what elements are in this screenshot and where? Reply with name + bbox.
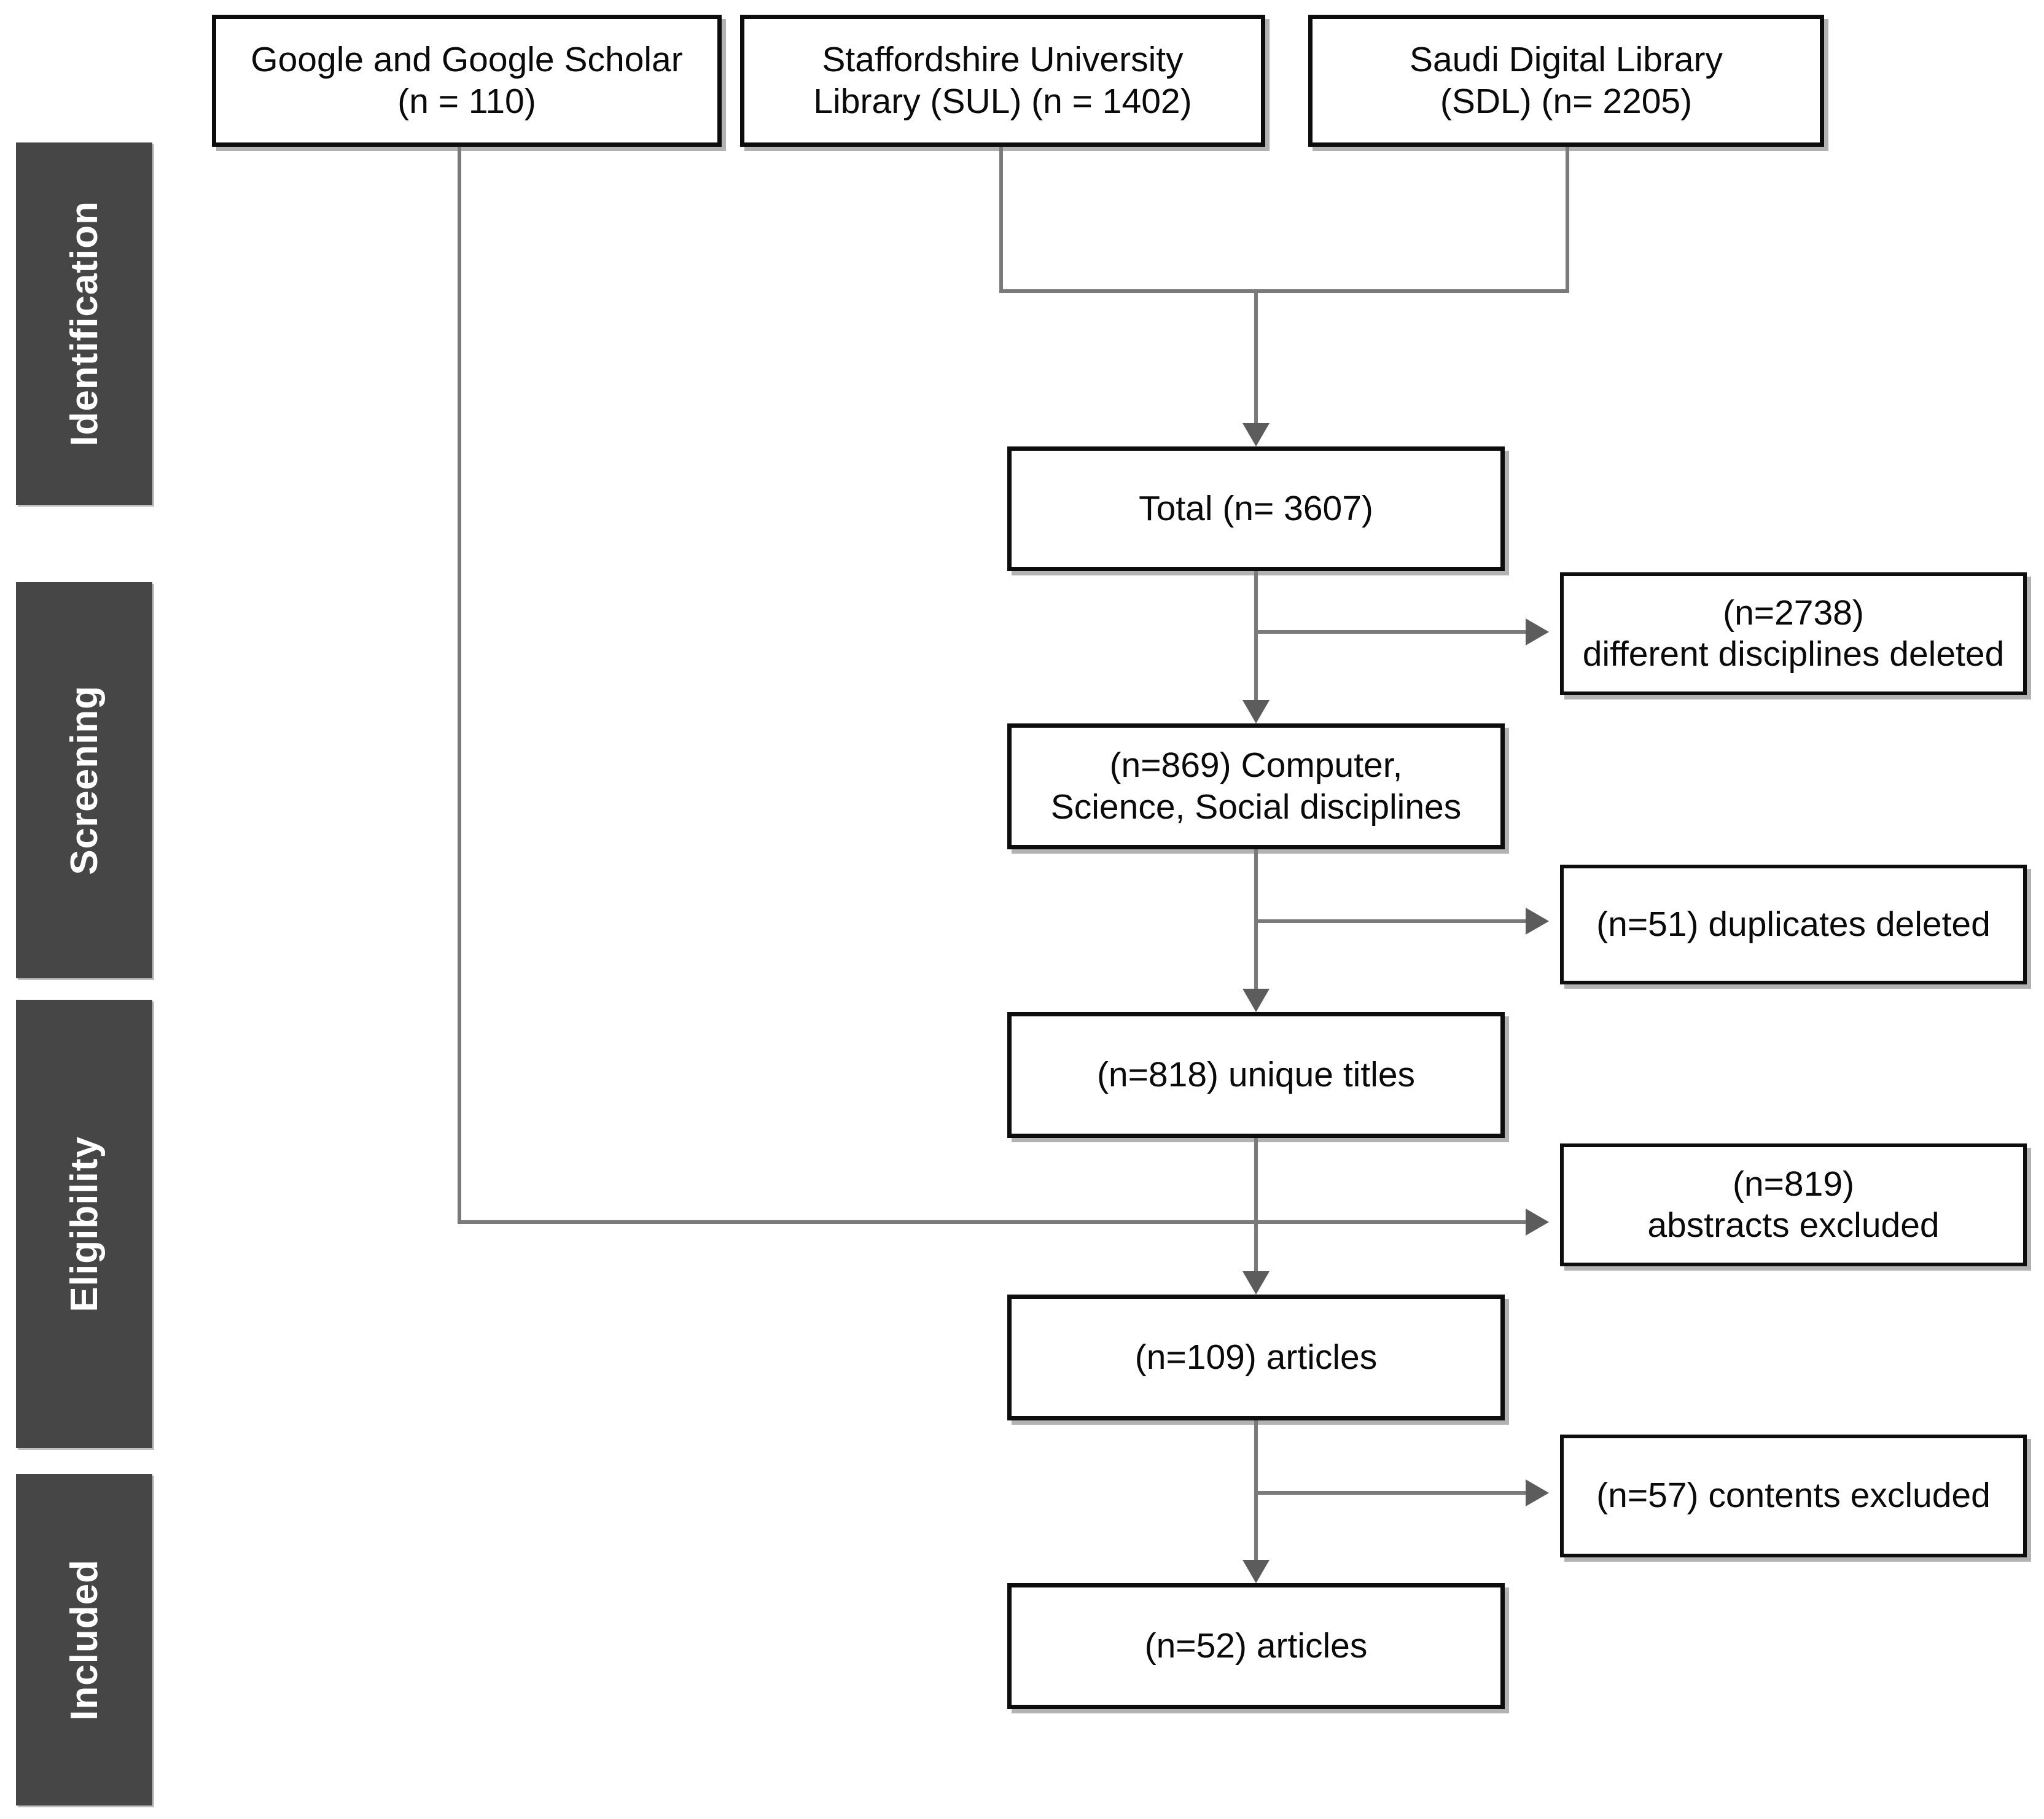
stage-label-screening: Screening (63, 685, 106, 875)
source-box-google: Google and Google Scholar (n = 110) (212, 15, 722, 147)
connector-sul-vertical (999, 147, 1003, 293)
connector-google-vertical (458, 147, 461, 1224)
flow-label-disciplines: (n=869) Computer, Science, Social discip… (1050, 746, 1462, 827)
source-box-sul: Staffordshire University Library (SUL) (… (740, 15, 1265, 147)
flow-box-articles-52: (n=52) articles (1007, 1583, 1505, 1709)
exclusion-box-duplicates: (n=51) duplicates deleted (1560, 865, 2027, 984)
arrowhead-down-to-unique (1242, 989, 1270, 1012)
connector-disciplines-to-unique (1254, 849, 1258, 989)
arrowhead-down-to-articles109 (1242, 1271, 1270, 1295)
arrowhead-down-to-articles52 (1242, 1560, 1270, 1583)
stage-label-included: Included (63, 1559, 106, 1721)
connector-articles109-to-articles52 (1254, 1420, 1258, 1560)
arrowhead-down-to-total (1242, 423, 1270, 446)
connector-sdl-vertical (1566, 147, 1569, 293)
arrowhead-right-to-exclusion-abstracts (1526, 1209, 1549, 1236)
arrowhead-right-to-exclusion-contents (1526, 1479, 1549, 1506)
connector-google-horizontal (458, 1220, 1537, 1224)
connector-articles109-to-exclusion-contents (1254, 1491, 1526, 1495)
arrowhead-right-to-exclusion-disciplines (1526, 618, 1549, 645)
stage-bar-eligibility: Eligibility (16, 1000, 152, 1448)
exclusion-box-disciplines: (n=2738) different disciplines deleted (1560, 572, 2027, 695)
connector-total-to-disciplines (1254, 571, 1258, 700)
arrowhead-right-to-exclusion-duplicates (1526, 908, 1549, 935)
stage-bar-screening: Screening (16, 582, 152, 978)
flow-box-articles-109: (n=109) articles (1007, 1295, 1505, 1420)
source-label-google: Google and Google Scholar (n = 110) (251, 40, 683, 121)
exclusion-box-abstracts: (n=819) abstracts excluded (1560, 1143, 2027, 1266)
connector-merge-bar (999, 289, 1569, 293)
arrowhead-down-to-disciplines (1242, 700, 1270, 723)
stage-label-identification: Identification (63, 201, 106, 446)
connector-total-to-exclusion-disciplines (1254, 630, 1526, 634)
exclusion-label-contents: (n=57) contents excluded (1596, 1476, 1991, 1516)
stage-bar-identification: Identification (16, 142, 152, 505)
flow-label-articles-52: (n=52) articles (1144, 1626, 1368, 1665)
flow-box-unique-titles: (n=818) unique titles (1007, 1012, 1505, 1138)
connector-disciplines-to-exclusion-duplicates (1254, 919, 1526, 923)
exclusion-label-duplicates: (n=51) duplicates deleted (1596, 904, 1991, 944)
source-box-sdl: Saudi Digital Library (SDL) (n= 2205) (1308, 15, 1824, 147)
exclusion-label-abstracts: (n=819) abstracts excluded (1647, 1164, 1940, 1245)
flow-box-total: Total (n= 3607) (1007, 446, 1505, 571)
stage-bar-included: Included (16, 1474, 152, 1805)
connector-merge-to-total (1254, 289, 1258, 423)
flow-box-disciplines: (n=869) Computer, Science, Social discip… (1007, 723, 1505, 849)
flow-label-total: Total (n= 3607) (1139, 488, 1373, 528)
source-label-sdl: Saudi Digital Library (SDL) (n= 2205) (1409, 40, 1723, 121)
exclusion-box-contents: (n=57) contents excluded (1560, 1435, 2027, 1557)
stage-label-eligibility: Eligibility (63, 1135, 106, 1312)
source-label-sul: Staffordshire University Library (SUL) (… (813, 40, 1192, 121)
flow-label-articles-109: (n=109) articles (1134, 1337, 1378, 1377)
flow-label-unique-titles: (n=818) unique titles (1096, 1054, 1416, 1094)
connector-unique-to-articles109 (1254, 1138, 1258, 1271)
exclusion-label-disciplines: (n=2738) different disciplines deleted (1582, 593, 2005, 674)
